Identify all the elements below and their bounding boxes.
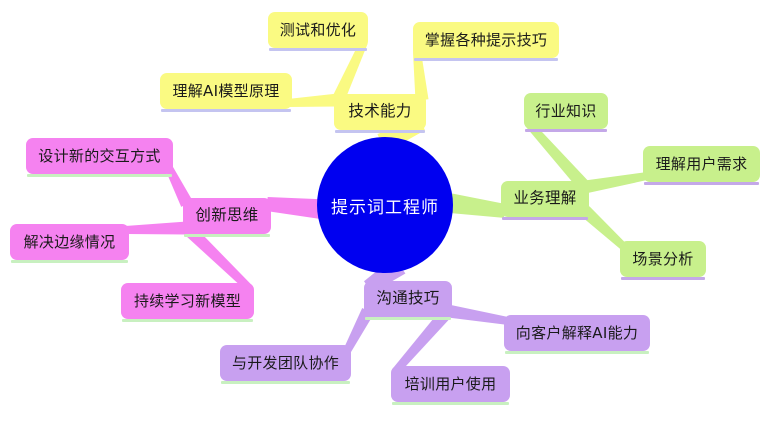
node-label: 向客户解释AI能力	[515, 323, 639, 342]
node-label: 业务理解	[513, 189, 577, 208]
connector	[445, 192, 506, 218]
leaf-node-innovation-1[interactable]: 解决边缘情况	[10, 224, 129, 263]
node-label: 掌握各种提示技巧	[424, 30, 548, 49]
leaf-node-communication-0[interactable]: 向客户解释AI能力	[504, 315, 650, 354]
leaf-node-innovation-0[interactable]: 设计新的交互方式	[26, 138, 173, 177]
connector	[165, 166, 193, 207]
center-node[interactable]: 提示词工程师	[317, 137, 453, 273]
node-underline	[27, 174, 172, 177]
leaf-node-communication-2[interactable]: 培训用户使用	[391, 366, 510, 405]
node-label: 解决边缘情况	[23, 232, 116, 251]
node-underline	[161, 109, 291, 112]
node-underline	[335, 130, 425, 133]
leaf-node-tech-1[interactable]: 掌握各种提示技巧	[413, 22, 559, 61]
node-label: 持续学习新模型	[133, 291, 242, 310]
connector	[182, 223, 253, 292]
center-node-label: 提示词工程师	[331, 197, 439, 218]
connector	[580, 206, 627, 250]
leaf-node-business-1[interactable]: 理解用户需求	[643, 146, 760, 185]
connector	[525, 120, 590, 192]
node-underline	[365, 317, 451, 320]
node-underline	[525, 129, 607, 132]
node-underline	[505, 351, 649, 354]
node-label: 行业知识	[535, 101, 597, 120]
connector	[446, 304, 509, 325]
leaf-node-business-0[interactable]: 行业知识	[524, 93, 608, 132]
node-label: 沟通技巧	[376, 289, 440, 308]
node-underline	[221, 381, 350, 384]
node-underline	[392, 402, 509, 405]
leaf-node-tech-0[interactable]: 测试和优化	[268, 12, 368, 51]
connector	[287, 93, 339, 107]
connector	[583, 172, 648, 194]
node-underline	[621, 277, 705, 280]
node-underline	[414, 58, 558, 61]
leaf-node-innovation-2[interactable]: 持续学习新模型	[121, 283, 254, 322]
branch-node-communication[interactable]: 沟通技巧	[364, 281, 452, 320]
branch-node-business[interactable]: 业务理解	[501, 181, 589, 220]
node-underline	[122, 319, 253, 322]
node-underline	[184, 234, 270, 237]
node-underline	[644, 182, 759, 185]
node-underline	[11, 260, 128, 263]
node-label: 与开发团队协作	[231, 353, 340, 372]
branch-node-innovation[interactable]: 创新思维	[183, 198, 271, 237]
leaf-node-tech-2[interactable]: 理解AI模型原理	[160, 73, 292, 112]
node-label: 测试和优化	[279, 20, 357, 39]
node-label: 技术能力	[348, 102, 412, 121]
branch-node-tech[interactable]: 技术能力	[334, 94, 426, 133]
leaf-node-communication-1[interactable]: 与开发团队协作	[220, 345, 351, 384]
node-label: 理解用户需求	[655, 154, 748, 173]
connector	[392, 306, 453, 375]
connector	[413, 51, 429, 101]
node-label: 设计新的交互方式	[38, 146, 161, 165]
node-underline	[502, 217, 588, 220]
leaf-node-business-2[interactable]: 场景分析	[620, 241, 706, 280]
node-label: 理解AI模型原理	[172, 81, 280, 100]
connector	[266, 197, 325, 220]
node-label: 场景分析	[632, 249, 694, 268]
node-label: 培训用户使用	[404, 374, 497, 393]
connector	[124, 221, 188, 235]
node-label: 创新思维	[195, 206, 259, 225]
node-underline	[269, 48, 367, 51]
connector	[332, 40, 368, 103]
